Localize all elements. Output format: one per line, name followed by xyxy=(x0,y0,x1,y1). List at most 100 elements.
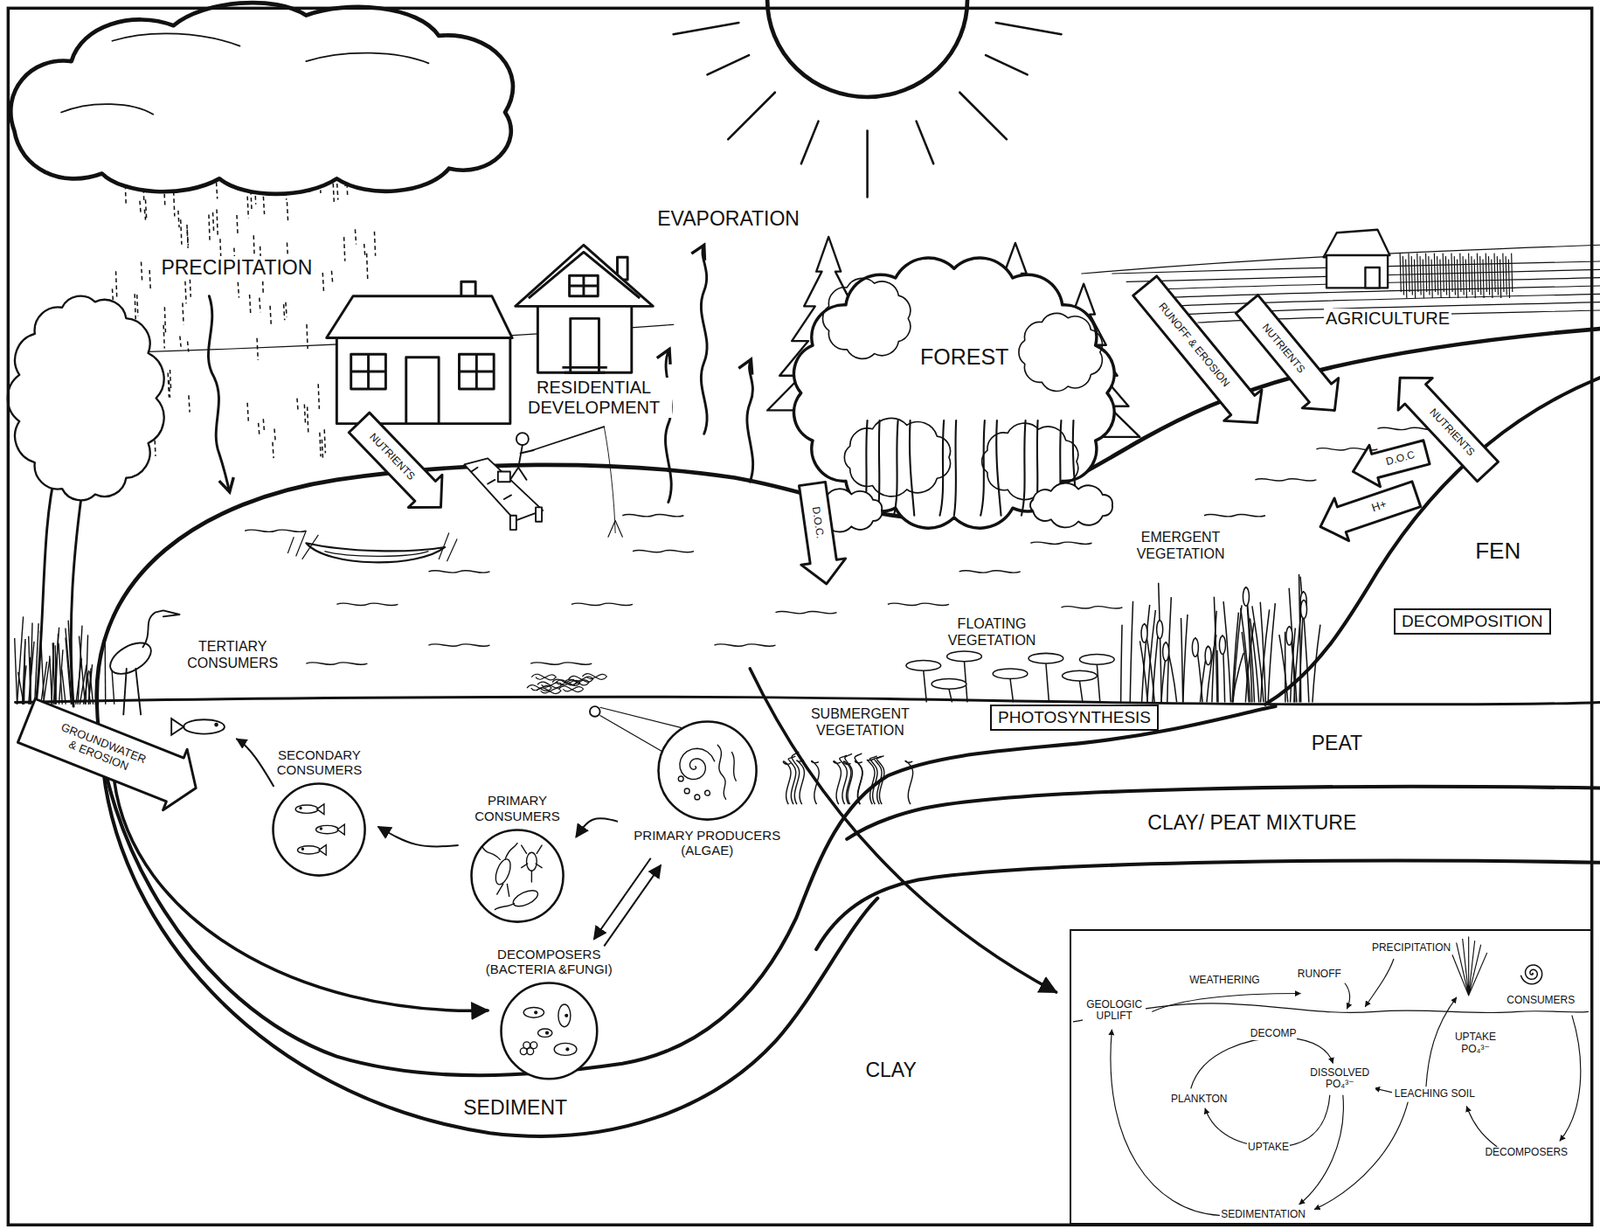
food-web-circle-outline xyxy=(500,983,597,1080)
region-label: EVAPORATION xyxy=(655,207,802,230)
evaporation-arrow xyxy=(747,359,754,482)
crops xyxy=(1402,256,1404,295)
rain-drops xyxy=(213,212,215,234)
food-web-circle-outline xyxy=(519,1047,527,1055)
region-label: EMERGENT VEGETATION xyxy=(1126,529,1235,562)
forest xyxy=(1030,483,1113,528)
fish xyxy=(171,718,225,735)
crops xyxy=(1468,253,1470,292)
emergent-plants xyxy=(1158,582,1162,703)
crops xyxy=(1433,253,1435,292)
emergent-plants xyxy=(1129,601,1133,703)
forest xyxy=(1018,312,1102,391)
cycle-label: WEATHERING xyxy=(1188,974,1261,986)
rain-drops xyxy=(170,369,172,391)
dock-and-angler xyxy=(464,457,543,520)
rain-drops xyxy=(332,183,334,205)
rain-drops xyxy=(367,253,368,281)
rain-drops xyxy=(331,270,333,283)
forest xyxy=(893,420,915,516)
rain-drops xyxy=(274,429,276,442)
evaporation-arrow xyxy=(664,348,672,502)
rain-drops xyxy=(167,373,169,398)
rain-drops xyxy=(344,236,346,262)
magnifier xyxy=(536,687,562,694)
magnifier xyxy=(559,685,584,693)
emergent-plants xyxy=(1242,587,1249,606)
rain-drops xyxy=(187,229,188,246)
rain-drops xyxy=(286,201,288,222)
emergent-plants xyxy=(1205,646,1212,665)
rain-drops xyxy=(116,270,118,298)
rain-drops xyxy=(208,214,210,242)
lake-bed xyxy=(96,704,1276,1075)
submergent-plants xyxy=(833,761,842,804)
rain-drops xyxy=(144,209,146,221)
houses xyxy=(326,296,513,339)
water-ripples xyxy=(1030,541,1092,545)
emergent-plants xyxy=(1183,614,1188,702)
crops xyxy=(1417,253,1419,292)
cycle-arrows xyxy=(1364,958,1393,1006)
rain-drops xyxy=(354,228,356,244)
crops xyxy=(1442,253,1444,292)
floating-plants xyxy=(923,670,928,702)
circle-heading: DECOMPOSERS (BACTERIA &FUNGI) xyxy=(472,946,626,977)
shore-grass xyxy=(17,616,24,704)
water-ripples xyxy=(1254,478,1317,482)
boat xyxy=(287,530,458,562)
dock-and-angler xyxy=(603,426,616,533)
crops xyxy=(1496,256,1498,295)
food-web-circle-outline xyxy=(704,789,710,796)
cycle-arrows xyxy=(1452,936,1487,996)
food-web-circle: PRIMARY CONSUMERS xyxy=(463,792,573,925)
food-web-circle-outline xyxy=(470,829,563,922)
emergent-plants xyxy=(1147,609,1156,702)
rain-drops xyxy=(237,282,239,298)
cycle-arrows xyxy=(1073,936,1588,1215)
water-ripples xyxy=(428,570,490,574)
rain-drops xyxy=(306,324,308,349)
water-ripples xyxy=(622,513,684,517)
shore-grass xyxy=(14,637,18,705)
food-web-circle-outline xyxy=(678,775,684,782)
forest xyxy=(939,420,956,516)
food-web-circle-outline xyxy=(273,783,366,876)
region-label: FEN xyxy=(1473,538,1523,565)
cycle-arrows xyxy=(1559,1015,1581,1141)
dock-and-angler xyxy=(533,426,605,451)
emergent-plants xyxy=(1232,612,1239,703)
crops xyxy=(1399,253,1401,292)
food-web-circle-outline xyxy=(316,825,340,834)
water-ripples xyxy=(713,644,776,647)
cycle-arrows xyxy=(1466,1105,1497,1146)
flow-block-arrows xyxy=(1235,295,1338,411)
cycle-label: DECOMP xyxy=(1249,1027,1298,1039)
food-web-circle-outline xyxy=(717,744,736,799)
water-ripples xyxy=(530,662,592,665)
rain-drops xyxy=(139,200,141,214)
houses xyxy=(351,353,387,389)
dock-and-angler xyxy=(498,471,511,483)
cycle-label: PLANKTON xyxy=(1170,1093,1228,1105)
dock-and-angler xyxy=(510,515,517,530)
rain-drops xyxy=(256,338,258,361)
process-box: DECOMPOSITION xyxy=(1393,608,1552,635)
soil-layer-line xyxy=(846,786,1600,839)
cycle-label: RUNOFF xyxy=(1296,968,1343,980)
dock-and-angler xyxy=(516,432,529,445)
flow-block-arrows xyxy=(1352,440,1430,487)
water-ripples xyxy=(336,602,398,606)
rain-drops xyxy=(270,305,271,326)
phosphorus-cycle-inset: PRECIPITATIONRUNOFFWEATHERINGCONSUMERSGE… xyxy=(1069,928,1593,1226)
cycle-arrows xyxy=(1344,983,1351,1009)
process-box: PHOTOSYNTHESIS xyxy=(990,704,1159,731)
shore-grass xyxy=(43,658,50,704)
food-web-circle-outline xyxy=(526,1047,534,1055)
food-web-circle-outline xyxy=(558,1004,571,1027)
crops xyxy=(1465,259,1467,298)
rain-drops xyxy=(297,398,298,412)
food-web-circle-outline xyxy=(318,845,326,856)
shore-grass xyxy=(68,620,73,705)
sun xyxy=(767,0,968,97)
